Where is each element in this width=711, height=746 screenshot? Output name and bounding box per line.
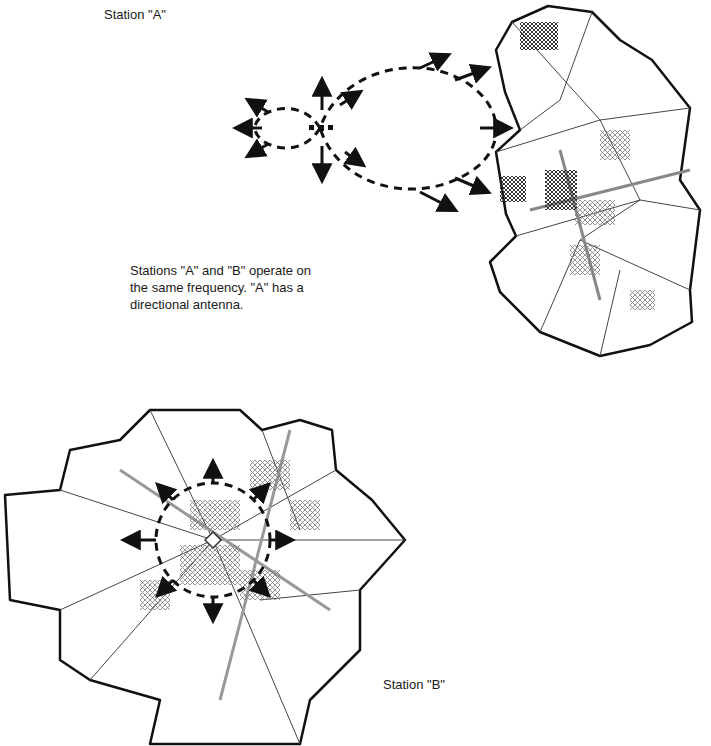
station-label: Station "B" — [383, 676, 445, 693]
directional-pattern — [236, 55, 510, 210]
city-map-b — [5, 410, 405, 744]
city-map-a — [490, 6, 700, 356]
station-label: Station "A" — [104, 6, 166, 23]
omni-pattern — [124, 462, 292, 620]
caption-note: Stations "A" and "B" operate on the same… — [130, 262, 320, 313]
